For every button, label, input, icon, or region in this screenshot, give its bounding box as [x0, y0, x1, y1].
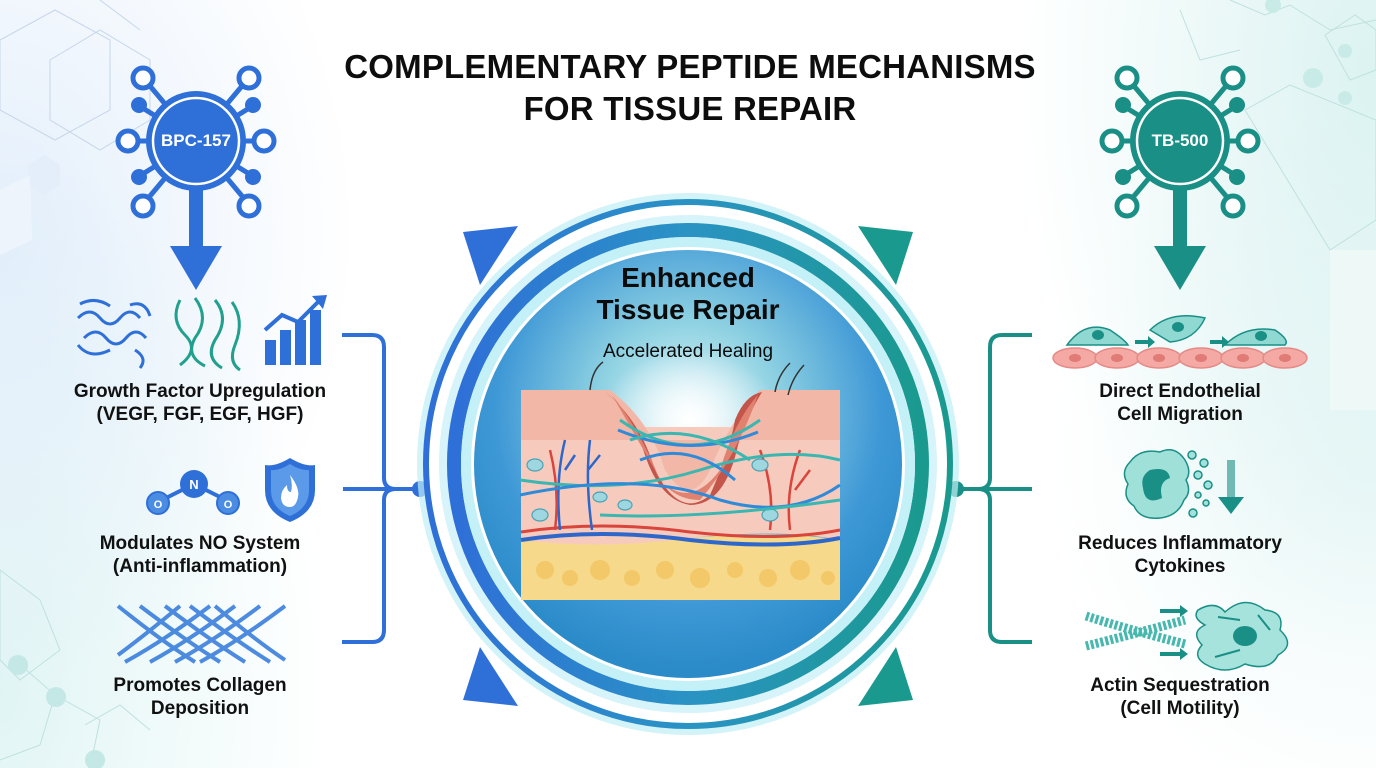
atom: [1303, 68, 1323, 88]
center-title: Enhanced Tissue Repair: [560, 262, 816, 326]
title-line-2: FOR TISSUE REPAIR: [523, 90, 857, 127]
hexagon-outline: [49, 29, 151, 151]
mechanism-line-1: Reduces Inflammatory: [1078, 533, 1282, 554]
mechanism-line-2: Deposition: [150, 698, 250, 719]
mechanism-line-2: Cell Migration: [1117, 404, 1243, 425]
migrating-cells-icon: [1052, 315, 1308, 369]
mechanism-label-actin: Actin Sequestration (Cell Motility): [1010, 674, 1350, 720]
mechanism-line-2: (Anti-inflammation): [112, 556, 288, 577]
svg-text:N: N: [189, 477, 198, 492]
cycle-arrow-bottom-right-icon: [858, 647, 913, 706]
protein-helix-icon: [76, 299, 152, 369]
bpc157-hub-icon: [115, 65, 277, 290]
mechanism-label-no-system: Modulates NO System (Anti-inflammation): [30, 532, 370, 578]
tb500-hub-icon: [1099, 65, 1261, 290]
mechanism-line-1: Promotes Collagen: [113, 675, 287, 696]
mechanism-line-2: (Cell Motility): [1120, 698, 1240, 719]
mechanism-label-endothelial-migration: Direct Endothelial Cell Migration: [1010, 380, 1350, 426]
atom: [1265, 0, 1281, 13]
bond-line: [1179, 9, 1241, 61]
mechanism-line-1: Actin Sequestration: [1090, 675, 1270, 696]
svg-text:O: O: [154, 499, 163, 511]
mechanism-label-cytokines: Reduces Inflammatory Cytokines: [1010, 532, 1350, 578]
bond-line: [0, 659, 56, 761]
atom: [1338, 44, 1352, 58]
down-arrow-head: [170, 246, 222, 290]
hexagon-fill: [28, 155, 60, 195]
mechanism-line-2: (VEGF, FGF, EGF, HGF): [96, 404, 304, 425]
down-arrow-shaft: [189, 188, 203, 248]
bond-line: [99, 0, 141, 31]
atom: [46, 687, 66, 707]
bond-line: [1229, 0, 1376, 31]
bar-chart-up-icon: [263, 295, 327, 365]
atom: [85, 750, 105, 768]
cycle-arrow-top-left-icon: [463, 226, 518, 285]
tb500-label: TB-500: [1151, 131, 1209, 150]
actin-filament-icon: [1084, 605, 1188, 660]
skin-wound-cross-section-icon: [519, 350, 841, 600]
mechanism-line-1: Growth Factor Upregulation: [73, 381, 327, 402]
collagen-mesh-icon: [116, 604, 287, 664]
motile-cell-icon: [1195, 601, 1289, 671]
mechanism-label-collagen: Promotes Collagen Deposition: [30, 674, 370, 720]
bpc157-label: BPC-157: [161, 131, 231, 150]
center-title-line-2: Tissue Repair: [596, 294, 780, 325]
protein-fold-icon: [174, 297, 241, 372]
pentagon-outline: [1324, 14, 1376, 81]
hexagon-fill: [0, 175, 32, 255]
cycle-arrow-bottom-left-icon: [463, 647, 518, 706]
down-arrow-icon: [1218, 460, 1244, 514]
page-title: COMPLEMENTARY PEPTIDE MECHANISMS FOR TIS…: [280, 46, 1100, 130]
down-arrow-head: [1154, 246, 1206, 290]
no2-molecule-icon: N O O: [146, 470, 240, 515]
svg-text:O: O: [224, 499, 233, 511]
atom: [8, 655, 28, 675]
atom: [1338, 91, 1352, 105]
center-title-line-1: Enhanced: [621, 262, 755, 293]
bond-line: [84, 704, 151, 731]
macrophage-icon: [1123, 449, 1213, 519]
polyhedron-outline: [1244, 84, 1376, 251]
mechanism-line-1: Modulates NO System: [99, 533, 301, 554]
mechanism-line-2: Cytokines: [1134, 556, 1226, 577]
hexagon-fill: [1330, 250, 1376, 410]
polyhedron-outline: [0, 569, 61, 681]
cycle-arrow-top-right-icon: [858, 226, 913, 285]
shield-flame-icon: [265, 458, 315, 522]
center-subtitle: Accelerated Healing: [602, 341, 774, 362]
hexagon-outline: [0, 9, 111, 141]
title-line-1: COMPLEMENTARY PEPTIDE MECHANISMS: [344, 48, 1036, 85]
down-arrow-shaft: [1173, 188, 1187, 248]
mechanism-label-growth-factor: Growth Factor Upregulation (VEGF, FGF, E…: [30, 380, 370, 426]
mechanism-line-1: Direct Endothelial: [1099, 381, 1261, 402]
